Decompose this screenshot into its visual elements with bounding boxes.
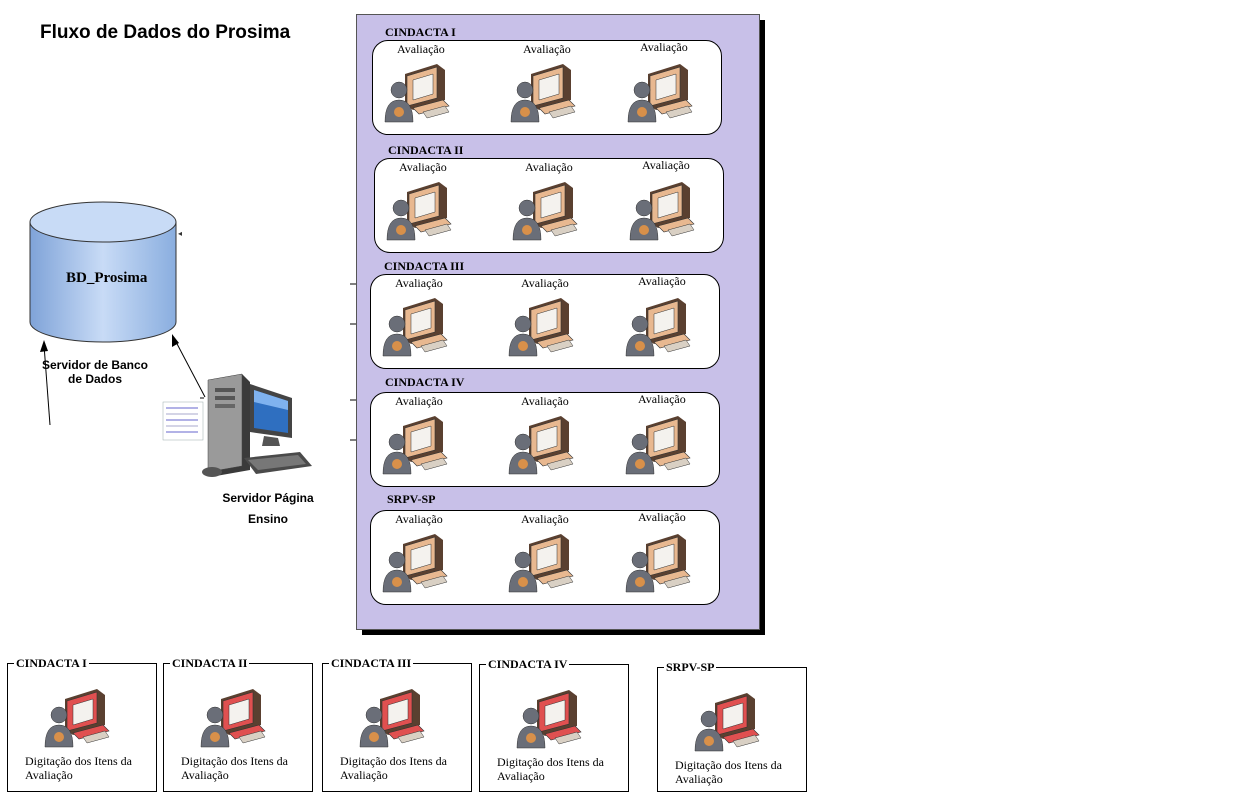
entry-box-label: CINDACTA III xyxy=(329,656,414,671)
workstation xyxy=(507,408,577,483)
entry-box-description: Digitação dos Itens da Avaliação xyxy=(340,754,447,782)
workstation-label: Avaliação xyxy=(395,512,443,526)
evaluation-workstation-icon xyxy=(386,182,452,241)
evaluation-workstation-icon xyxy=(625,534,691,593)
workstation-label: Avaliação xyxy=(638,274,686,288)
data-entry-workstation-icon xyxy=(516,690,582,749)
evaluation-workstation-icon xyxy=(625,298,691,357)
entry-station xyxy=(358,681,428,756)
entry-station xyxy=(515,682,585,757)
entry-box-description: Digitação dos Itens da Avaliação xyxy=(675,758,782,786)
workstation-label: Avaliação xyxy=(521,512,569,526)
region-label: CINDACTA II xyxy=(388,143,464,157)
region-label: CINDACTA III xyxy=(384,259,465,273)
entry-box-description: Digitação dos Itens da Avaliação xyxy=(25,754,132,782)
workstation-label: Avaliação xyxy=(642,158,690,172)
workstation-label: Avaliação xyxy=(395,394,443,408)
diagram-title: Fluxo de Dados do Prosima xyxy=(40,22,291,43)
workstation xyxy=(381,526,451,601)
workstation-label: Avaliação xyxy=(523,42,571,56)
workstation-label: Avaliação xyxy=(397,42,445,56)
evaluation-workstation-icon xyxy=(512,182,578,241)
evaluation-workstation-icon xyxy=(629,182,695,241)
workstation-label: Avaliação xyxy=(640,40,688,54)
database-server-label: Servidor de Banco de Dados xyxy=(41,358,149,386)
workstation xyxy=(381,290,451,365)
entry-box-description: Digitação dos Itens da Avaliação xyxy=(181,754,288,782)
workstation-label: Avaliação xyxy=(638,510,686,524)
flow-arrows xyxy=(40,283,356,441)
data-entry-workstation-icon xyxy=(359,689,425,748)
data-entry-workstation-icon xyxy=(44,689,110,748)
workstation xyxy=(509,56,579,131)
evaluation-workstation-icon xyxy=(627,64,693,123)
workstation xyxy=(507,526,577,601)
evaluation-workstation-icon xyxy=(382,416,448,475)
workstation xyxy=(626,56,696,131)
database-cylinder-icon: ◂ xyxy=(29,201,182,343)
entry-station xyxy=(199,681,269,756)
workstation xyxy=(624,408,694,483)
evaluation-workstation-icon xyxy=(508,416,574,475)
evaluation-workstation-icon xyxy=(382,534,448,593)
entry-box-label: CINDACTA IV xyxy=(486,657,570,672)
region-label: CINDACTA I xyxy=(385,25,456,39)
workstation xyxy=(383,56,453,131)
region-label: CINDACTA IV xyxy=(385,375,465,389)
web-server-label: Servidor Página Ensino xyxy=(222,491,314,526)
entry-box-label: CINDACTA I xyxy=(14,656,89,671)
evaluation-workstation-icon xyxy=(625,416,691,475)
entry-station xyxy=(43,681,113,756)
workstation xyxy=(385,174,455,249)
region-label: SRPV-SP xyxy=(387,492,436,506)
entry-box-description: Digitação dos Itens da Avaliação xyxy=(497,755,604,783)
web-server-computer-icon xyxy=(162,373,312,477)
document-icon xyxy=(162,401,204,441)
workstation-label: Avaliação xyxy=(395,276,443,290)
workstation-label: Avaliação xyxy=(399,160,447,174)
workstation xyxy=(628,174,698,249)
entry-station xyxy=(693,685,763,760)
workstation-label: Avaliação xyxy=(521,394,569,408)
data-entry-workstation-icon xyxy=(200,689,266,748)
evaluation-workstation-icon xyxy=(510,64,576,123)
entry-box-label: CINDACTA II xyxy=(170,656,250,671)
workstation xyxy=(624,526,694,601)
workstation-label: Avaliação xyxy=(525,160,573,174)
evaluation-workstation-icon xyxy=(508,298,574,357)
workstation xyxy=(507,290,577,365)
workstation xyxy=(381,408,451,483)
workstation xyxy=(511,174,581,249)
evaluation-workstation-icon xyxy=(382,298,448,357)
evaluation-workstation-icon xyxy=(508,534,574,593)
data-entry-workstation-icon xyxy=(694,693,760,752)
svg-text:◂: ◂ xyxy=(178,229,182,238)
workstation-label: Avaliação xyxy=(638,392,686,406)
workstation-label: Avaliação xyxy=(521,276,569,290)
database-label: BD_Prosima xyxy=(66,270,148,286)
workstation xyxy=(624,290,694,365)
entry-box-label: SRPV-SP xyxy=(664,660,717,675)
evaluation-workstation-icon xyxy=(384,64,450,123)
